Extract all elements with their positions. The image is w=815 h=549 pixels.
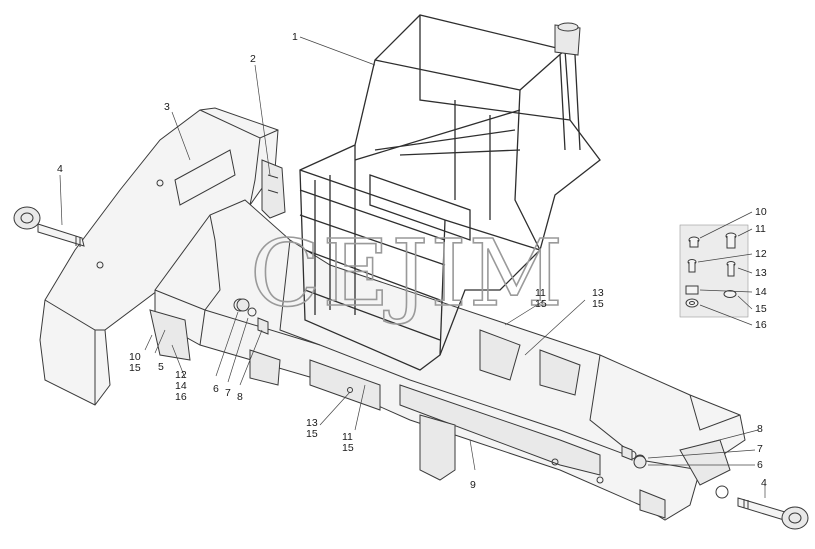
callout-labels: 1 2 3 4 5 6 7 8 10 15 12 14 16 13 15 11 … <box>57 31 767 491</box>
box-callout-13: 13 <box>755 267 767 279</box>
callout-11-b: 11 <box>535 287 546 299</box>
callout-6-right: 6 <box>757 459 763 471</box>
callout-1: 1 <box>292 31 298 43</box>
pin-set-left <box>236 298 269 335</box>
callout-5: 5 <box>158 361 164 373</box>
nut-14-icon <box>685 285 699 295</box>
callout-8-left: 8 <box>237 391 243 403</box>
box-callout-15: 15 <box>755 303 767 315</box>
callout-7-left: 7 <box>225 387 231 399</box>
bolt-11-icon <box>725 232 737 249</box>
callout-11-c: 11 <box>342 431 353 443</box>
bolt-12-icon <box>687 259 697 273</box>
fastener-box <box>679 224 749 318</box>
box-callout-11: 11 <box>755 223 766 235</box>
callout-9: 9 <box>470 479 476 491</box>
callout-10-a: 10 <box>129 351 141 363</box>
callout-16-a: 16 <box>175 391 187 403</box>
leader-lines <box>59 36 766 498</box>
callout-4-left: 4 <box>57 163 63 175</box>
callout-13-c: 13 <box>306 417 318 429</box>
callout-13-b: 13 <box>592 287 604 299</box>
callout-14-a: 14 <box>175 380 187 392</box>
callout-2: 2 <box>250 53 256 65</box>
callout-15-d: 15 <box>342 442 354 454</box>
bolt-13-icon <box>726 261 736 277</box>
bolt-10-icon <box>688 236 700 248</box>
callout-12-a: 12 <box>175 369 187 381</box>
watermark-text: CEJIM <box>250 220 565 327</box>
callout-15-a: 15 <box>129 362 141 374</box>
box-callout-12: 12 <box>755 248 767 260</box>
box-callout-10: 10 <box>755 206 767 218</box>
towing-hook-left <box>13 206 85 247</box>
bracket-part <box>261 159 286 219</box>
callout-15-c: 15 <box>306 428 318 440</box>
callout-4-right: 4 <box>761 477 767 489</box>
pin-set-right <box>621 445 647 469</box>
box-callout-14: 14 <box>755 286 767 298</box>
callout-6-left: 6 <box>213 383 219 395</box>
washer-15-icon <box>723 290 737 298</box>
callout-15-e: 15 <box>592 298 604 310</box>
towing-hook-right <box>737 497 809 530</box>
callout-8-right: 8 <box>757 423 763 435</box>
front-bumper <box>39 107 279 406</box>
callout-3: 3 <box>164 101 170 113</box>
box-callout-16: 16 <box>755 319 767 331</box>
washer-16-icon <box>685 298 699 308</box>
cab-frame <box>299 14 601 371</box>
callout-15-b: 15 <box>535 298 547 310</box>
callout-7-right: 7 <box>757 443 763 455</box>
